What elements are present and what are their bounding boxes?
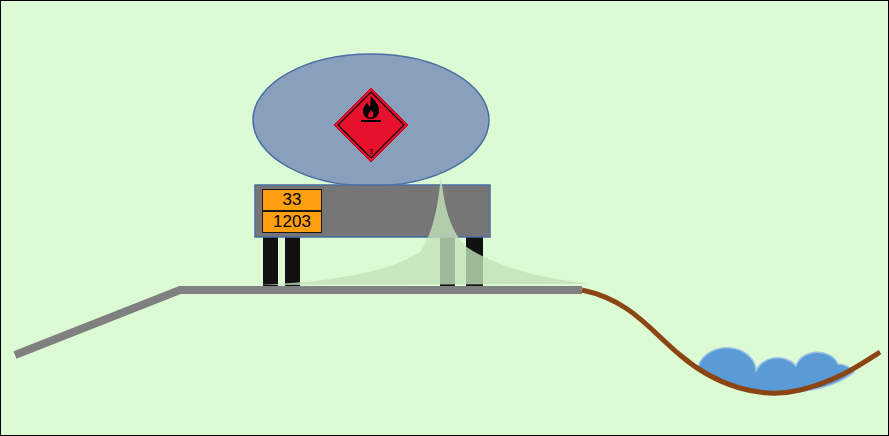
panel-number: 1203 [263, 213, 321, 231]
flame-core [368, 110, 373, 118]
wheel [285, 235, 300, 286]
flame-symbol [361, 96, 381, 122]
road-embankment [15, 290, 582, 355]
tank [253, 54, 489, 186]
wheel [263, 235, 278, 286]
chassis [255, 185, 490, 237]
flame-base [361, 120, 381, 122]
hazard-diamond: 3 [334, 88, 408, 162]
wheel [466, 235, 483, 286]
ditch-ground [582, 290, 880, 393]
flame [363, 96, 379, 119]
diamond-fill [334, 88, 408, 162]
panel-number: 33 [263, 191, 321, 209]
water-pool [698, 348, 854, 393]
hazard-number-plate: 33 [262, 189, 322, 211]
class-number: 3 [334, 148, 408, 156]
un-number-plate: 1203 [262, 211, 322, 233]
wheel [440, 235, 455, 286]
leak-plume [250, 175, 590, 285]
